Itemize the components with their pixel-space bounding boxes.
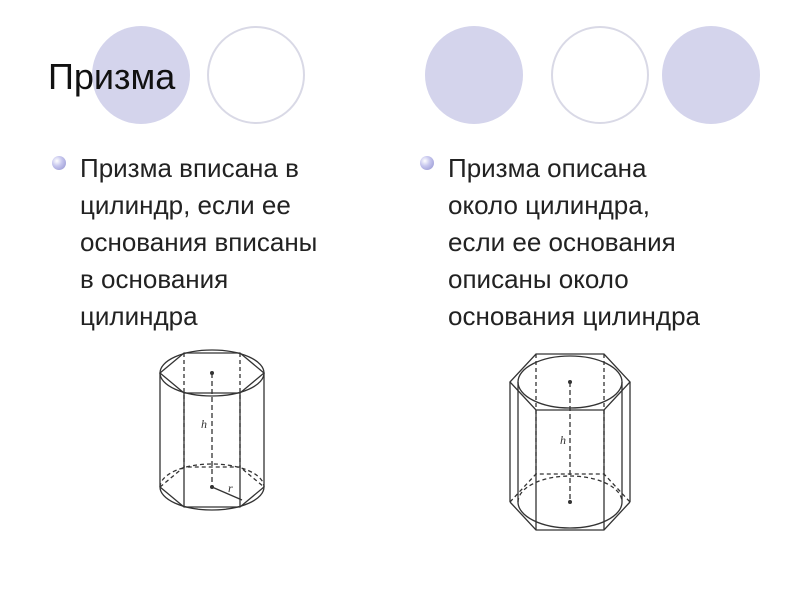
top-center-point — [210, 371, 214, 375]
bullet-dot-icon — [52, 156, 66, 170]
cylinder-bottom-front — [517, 501, 623, 529]
slide-title: Призма — [48, 56, 176, 97]
circumscribed-prism-diagram: h — [509, 353, 631, 531]
bottom-center-point — [568, 500, 572, 504]
prism-bottom-front — [509, 501, 631, 531]
top-center-point — [568, 380, 572, 384]
right-bullet-text: Призма описана около цилиндра, если ее о… — [448, 153, 701, 331]
right-bullet: Призма описана около цилиндра, если ее о… — [420, 150, 780, 335]
cylinder-bottom-front — [159, 486, 265, 511]
height-label: h — [560, 433, 566, 447]
cylinder-bottom-back — [517, 475, 623, 503]
inscribed-prism-diagram: h r — [158, 349, 266, 511]
left-bullet: Призма вписана в цилиндр, если ее основа… — [52, 150, 382, 335]
decor-circle-4 — [551, 26, 649, 124]
prism-bottom-front — [159, 486, 265, 508]
height-label: h — [201, 417, 207, 431]
prism-bottom-back — [159, 466, 265, 488]
radius-line — [211, 486, 243, 501]
left-bullet-text: Призма вписана в цилиндр, если ее основа… — [80, 153, 318, 331]
bottom-center-point — [210, 485, 214, 489]
decor-circle-1 — [92, 26, 190, 124]
decor-circle-5 — [662, 26, 760, 124]
bullet-dot-icon — [420, 156, 434, 170]
decor-circle-3 — [425, 26, 523, 124]
decor-circle-2 — [207, 26, 305, 124]
radius-label: r — [228, 481, 233, 495]
